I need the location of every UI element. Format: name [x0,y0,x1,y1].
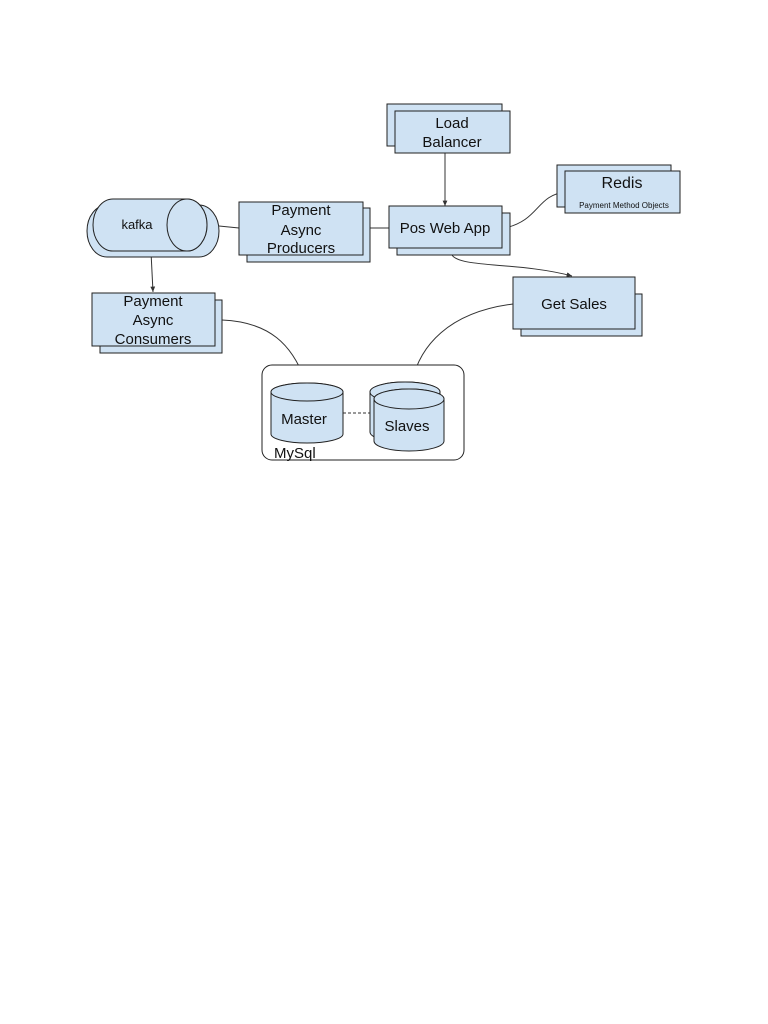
kafka-cylinder-end [166,198,208,252]
load-balancer-node: Load Balancer [386,103,511,154]
edge-kafka-consumers [150,251,156,293]
producers-label-line3: Producers [267,240,335,257]
edge-poswebapp-getsales [451,254,573,277]
kafka-node: kafka [86,198,220,258]
load-balancer-label-line1: Load [435,115,468,132]
mysql-group-label: MySql [274,445,316,462]
consumers-label-line3: Consumers [115,331,192,348]
redis-title: Redis [602,175,643,192]
consumers-label-line1: Payment [123,293,183,310]
master-cylinder-top [270,382,344,402]
consumers-box [91,292,216,347]
get-sales-label: Get Sales [541,296,607,313]
pos-web-app-node: Pos Web App [388,205,511,256]
master-label: Master [281,411,327,428]
slaves-label: Slaves [384,418,429,435]
get-sales-node: Get Sales [512,276,643,337]
redis-node: Redis Payment Method Objects [556,164,681,214]
producers-box [238,201,364,256]
producers-label-line2: Async [281,222,322,239]
redis-box [564,170,681,214]
get-sales-box [512,276,636,330]
pos-web-app-label: Pos Web App [400,220,491,237]
pos-web-app-box [388,205,503,249]
consumers-label-line2: Async [133,312,174,329]
producers-label-line1: Payment [271,202,331,219]
redis-subtitle: Payment Method Objects [579,201,669,210]
payment-async-consumers-node: Payment Async Consumers [91,292,223,354]
load-balancer-label-line2: Balancer [422,134,481,151]
payment-async-producers-node: Payment Async Producers [238,201,371,263]
mysql-group: MySql Master Slaves [261,364,465,462]
master-node: Master [270,382,344,444]
kafka-label: kafka [121,217,153,232]
load-balancer-box [394,110,511,154]
slaves-node: Slaves [369,381,445,452]
slaves-front-cylinder-top [373,388,445,410]
